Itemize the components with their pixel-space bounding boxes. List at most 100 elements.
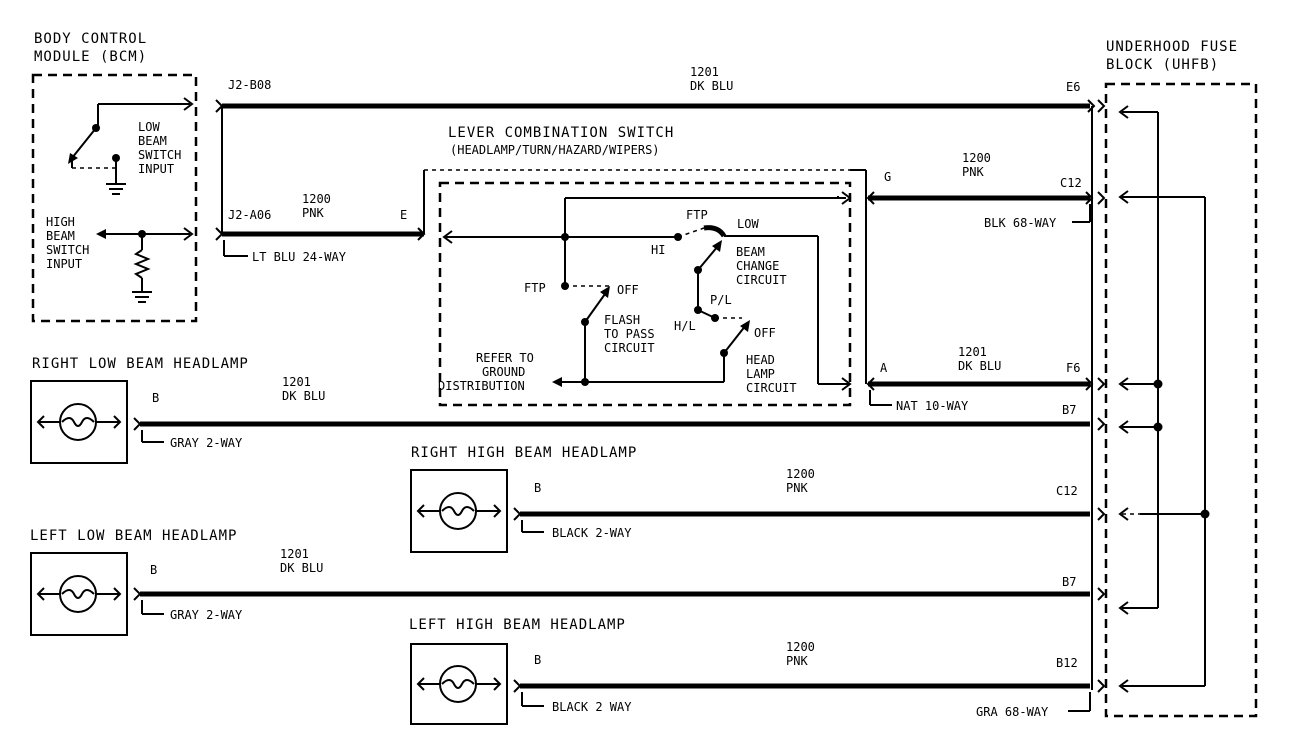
left-low-bulb-icon — [36, 575, 122, 613]
ground-arrow-icon — [552, 377, 562, 387]
bcm-high-input-4: INPUT — [46, 257, 82, 271]
lever-head-3: CIRCUIT — [746, 381, 797, 395]
left-high-title: LEFT HIGH BEAM HEADLAMP — [409, 617, 626, 633]
bcm-low-input-1: LOW — [138, 120, 160, 134]
right-high-bulb-icon — [416, 492, 502, 530]
bcm-pin-mid: J2-A06 — [228, 208, 271, 222]
right-high-beam-headlamp: RIGHT HIGH BEAM HEADLAMP B 1200 PNK BLAC… — [410, 445, 1106, 553]
bcm-high-input-2: BEAM — [46, 229, 75, 243]
lever-hi: HI — [651, 243, 665, 257]
right-high-circuit: 1200 — [786, 467, 815, 481]
lever-head-2: LAMP — [746, 367, 775, 381]
uhfb-pin-c12-top: C12 — [1060, 176, 1082, 190]
right-high-color: PNK — [786, 481, 808, 495]
lever-beam-3: CIRCUIT — [736, 273, 787, 287]
bcm-title-line1: BODY CONTROL — [34, 31, 147, 47]
left-low-lamp-box — [30, 552, 128, 636]
left-low-pin: B — [150, 563, 157, 577]
bcm-pin-top: J2-B08 — [228, 78, 271, 92]
uhfb-pin-e6: E6 — [1066, 80, 1080, 94]
left-low-color: DK BLU — [280, 561, 323, 575]
wire-bcm-color: PNK — [302, 206, 324, 220]
lever-flash-1: FLASH — [604, 313, 640, 327]
uhfb-connector-arrows — [1118, 105, 1129, 693]
wire-top-circuit: 1201 — [690, 65, 719, 79]
uhfb-title-line2: BLOCK (UHFB) — [1106, 57, 1219, 73]
bcm-high-input-1: HIGH — [46, 215, 75, 229]
lever-pin-g: G — [884, 170, 891, 184]
lever-beam-1: BEAM — [736, 245, 765, 259]
wire-1200-g: G 1200 PNK C12 BLK 68-WAY — [866, 151, 1106, 230]
bcm-high-input-3: SWITCH — [46, 243, 89, 257]
right-low-circuit: 1201 — [282, 375, 311, 389]
right-low-title: RIGHT LOW BEAM HEADLAMP — [32, 356, 249, 372]
left-high-lamp-box — [410, 643, 508, 725]
right-high-title: RIGHT HIGH BEAM HEADLAMP — [411, 445, 637, 461]
uhfb-conn-blk: BLK 68-WAY — [984, 216, 1057, 230]
bcm-low-input-2: BEAM — [138, 134, 167, 148]
bcm-low-input-3: SWITCH — [138, 148, 181, 162]
lever-flash-3: CIRCUIT — [604, 341, 655, 355]
right-low-lamp-box — [30, 380, 128, 464]
uhfb-conn-gra: GRA 68-WAY — [976, 705, 1049, 719]
right-low-bulb-icon — [36, 403, 122, 441]
lever-ftp-top: FTP — [686, 208, 708, 222]
uhfb-title-line1: UNDERHOOD FUSE — [1106, 39, 1238, 55]
wire-a-circuit: 1201 — [958, 345, 987, 359]
bcm-module: BODY CONTROL MODULE (BCM) LOW BEAM SWITC… — [31, 31, 198, 323]
wire-1201-top: J2-B08 1201 DK BLU E6 — [215, 65, 1106, 234]
wire-1201-a: A 1201 DK BLU F6 NAT 10-WAY — [866, 345, 1106, 413]
lever-flash-2: TO PASS — [604, 327, 655, 341]
right-low-pin: B — [152, 391, 159, 405]
left-low-circuit: 1201 — [280, 547, 309, 561]
left-low-title: LEFT LOW BEAM HEADLAMP — [30, 528, 237, 544]
lever-refer-3: DISTRIBUTION — [438, 379, 525, 393]
wire-1200-bcm: J2-A06 1200 PNK E LT BLU 24-WAY — [215, 192, 426, 264]
lever-subtitle: (HEADLAMP/TURN/HAZARD/WIPERS) — [450, 143, 660, 157]
lever-beam-2: CHANGE — [736, 259, 779, 273]
left-high-pin: B — [534, 653, 541, 667]
uhfb-pin-c12-mid: C12 — [1056, 484, 1078, 498]
uhfb-pin-f6: F6 — [1066, 361, 1080, 375]
lever-refer-1: REFER TO — [476, 351, 534, 365]
uhfb-conn-nat: NAT 10-WAY — [896, 399, 969, 413]
bcm-title-line2: MODULE (BCM) — [34, 49, 147, 65]
lever-title: LEVER COMBINATION SWITCH — [448, 125, 674, 141]
wire-top-color: DK BLU — [690, 79, 733, 93]
lever-refer-2: GROUND — [482, 365, 525, 379]
lever-pin-e: E — [400, 208, 407, 222]
wire-g-color: PNK — [962, 165, 984, 179]
bcm-low-input-4: INPUT — [138, 162, 174, 176]
lever-off-2: OFF — [754, 326, 776, 340]
bcm-high-arrow-icon — [96, 229, 106, 239]
uhfb-block: UNDERHOOD FUSE BLOCK (UHFB) — [1104, 39, 1258, 718]
uhfb-pin-b12: B12 — [1056, 656, 1078, 670]
uhfb-pin-b7-low: B7 — [1062, 575, 1076, 589]
left-high-color: PNK — [786, 654, 808, 668]
left-high-bulb-icon — [416, 665, 502, 703]
wire-a-color: DK BLU — [958, 359, 1001, 373]
uhfb-pin-b7-top: B7 — [1062, 403, 1076, 417]
lever-combination-switch: LEVER COMBINATION SWITCH (HEADLAMP/TURN/… — [423, 125, 867, 407]
right-low-beam-headlamp: RIGHT LOW BEAM HEADLAMP B 1201 DK BLU GR… — [30, 356, 1106, 464]
right-low-connector: GRAY 2-WAY — [170, 436, 243, 450]
bcm-low-arrow-icon — [183, 97, 194, 111]
lever-off-1: OFF — [617, 283, 639, 297]
lever-pin-a: A — [880, 361, 888, 375]
wire-bcm-circuit: 1200 — [302, 192, 331, 206]
lever-low: LOW — [737, 217, 759, 231]
left-high-beam-headlamp: LEFT HIGH BEAM HEADLAMP B 1200 PNK BLACK… — [409, 617, 1106, 725]
uhfb-boundary — [1104, 82, 1258, 718]
wire-g-circuit: 1200 — [962, 151, 991, 165]
low-contact-arc — [703, 225, 727, 238]
lever-head-1: HEAD — [746, 353, 775, 367]
lever-pl: P/L — [710, 293, 732, 307]
bcm-resistor-icon — [133, 249, 151, 279]
right-high-pin: B — [534, 481, 541, 495]
left-high-circuit: 1200 — [786, 640, 815, 654]
left-high-connector: BLACK 2 WAY — [552, 700, 632, 714]
right-high-lamp-box — [410, 469, 508, 553]
bcm-boundary — [31, 73, 198, 323]
lever-hl: H/L — [674, 319, 696, 333]
